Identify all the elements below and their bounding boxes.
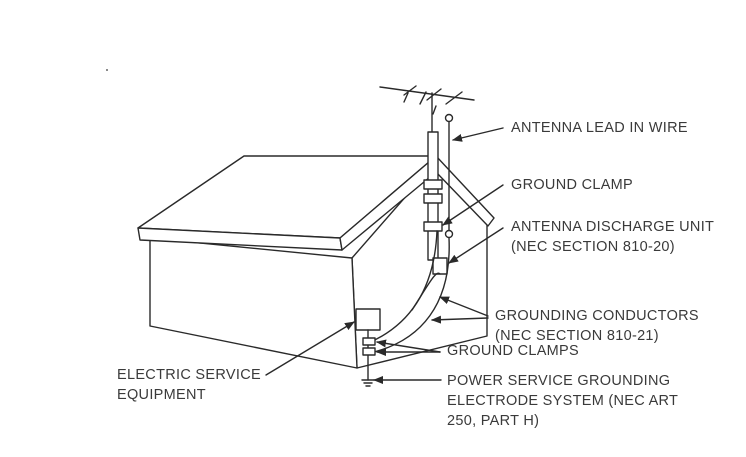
label-ground-clamps: GROUND CLAMPS [447,343,579,359]
label-line: ELECTRIC SERVICE [117,367,261,383]
ground-clamp-lower-1 [362,337,376,346]
antenna-discharge-unit [432,257,448,275]
label-electric-service-equipment: ELECTRIC SERVICE EQUIPMENT [117,365,261,405]
label-line: 250, PART H) [447,413,540,429]
label-line: POWER SERVICE GROUNDING [447,373,671,389]
grounding-conductor-2 [411,272,441,311]
label-ground-clamp: GROUND CLAMP [511,177,634,193]
label-line: ANTENNA DISCHARGE UNIT [511,219,715,235]
ground-clamp-lower-2 [362,347,376,356]
discharge-unit-terminal [444,229,454,239]
electric-service-box [355,308,381,331]
front-wall [149,237,358,369]
mast-clamp-2 [423,193,443,204]
label-grounding-conductors: GROUNDING CONDUCTORS (NEC SECTION 810-21… [495,306,699,346]
label-antenna-lead-in-wire: ANTENNA LEAD IN WIRE [511,120,688,136]
house [137,155,495,369]
arrow-electric-service [265,321,355,376]
antenna [379,85,475,161]
arrow-discharge-unit [448,227,504,264]
leader-arrows [265,127,504,384]
ground-clamp-upper [423,221,443,232]
arrow-ground-clamp [442,184,504,226]
mast-clamp-1 [423,179,443,190]
arrow-grounding-conductor-1 [439,296,489,317]
arrow-antenna-lead [452,127,504,142]
label-line: GROUNDING CONDUCTORS [495,308,699,324]
label-power-service-grounding: POWER SERVICE GROUNDING ELECTRODE SYSTEM… [447,371,678,431]
arrow-ground-clamp-lower-1 [376,339,441,353]
label-antenna-discharge-unit: ANTENNA DISCHARGE UNIT (NEC SECTION 810-… [511,217,714,257]
label-line: EQUIPMENT [117,387,206,403]
label-line: (NEC SECTION 810-21) [495,328,659,344]
antenna-terminal [444,113,454,123]
arrow-grounding-conductor-2 [431,315,489,324]
label-line: ELECTRODE SYSTEM (NEC ART [447,393,679,409]
label-line: (NEC SECTION 810-20) [511,239,675,255]
antenna-boom [379,86,475,101]
